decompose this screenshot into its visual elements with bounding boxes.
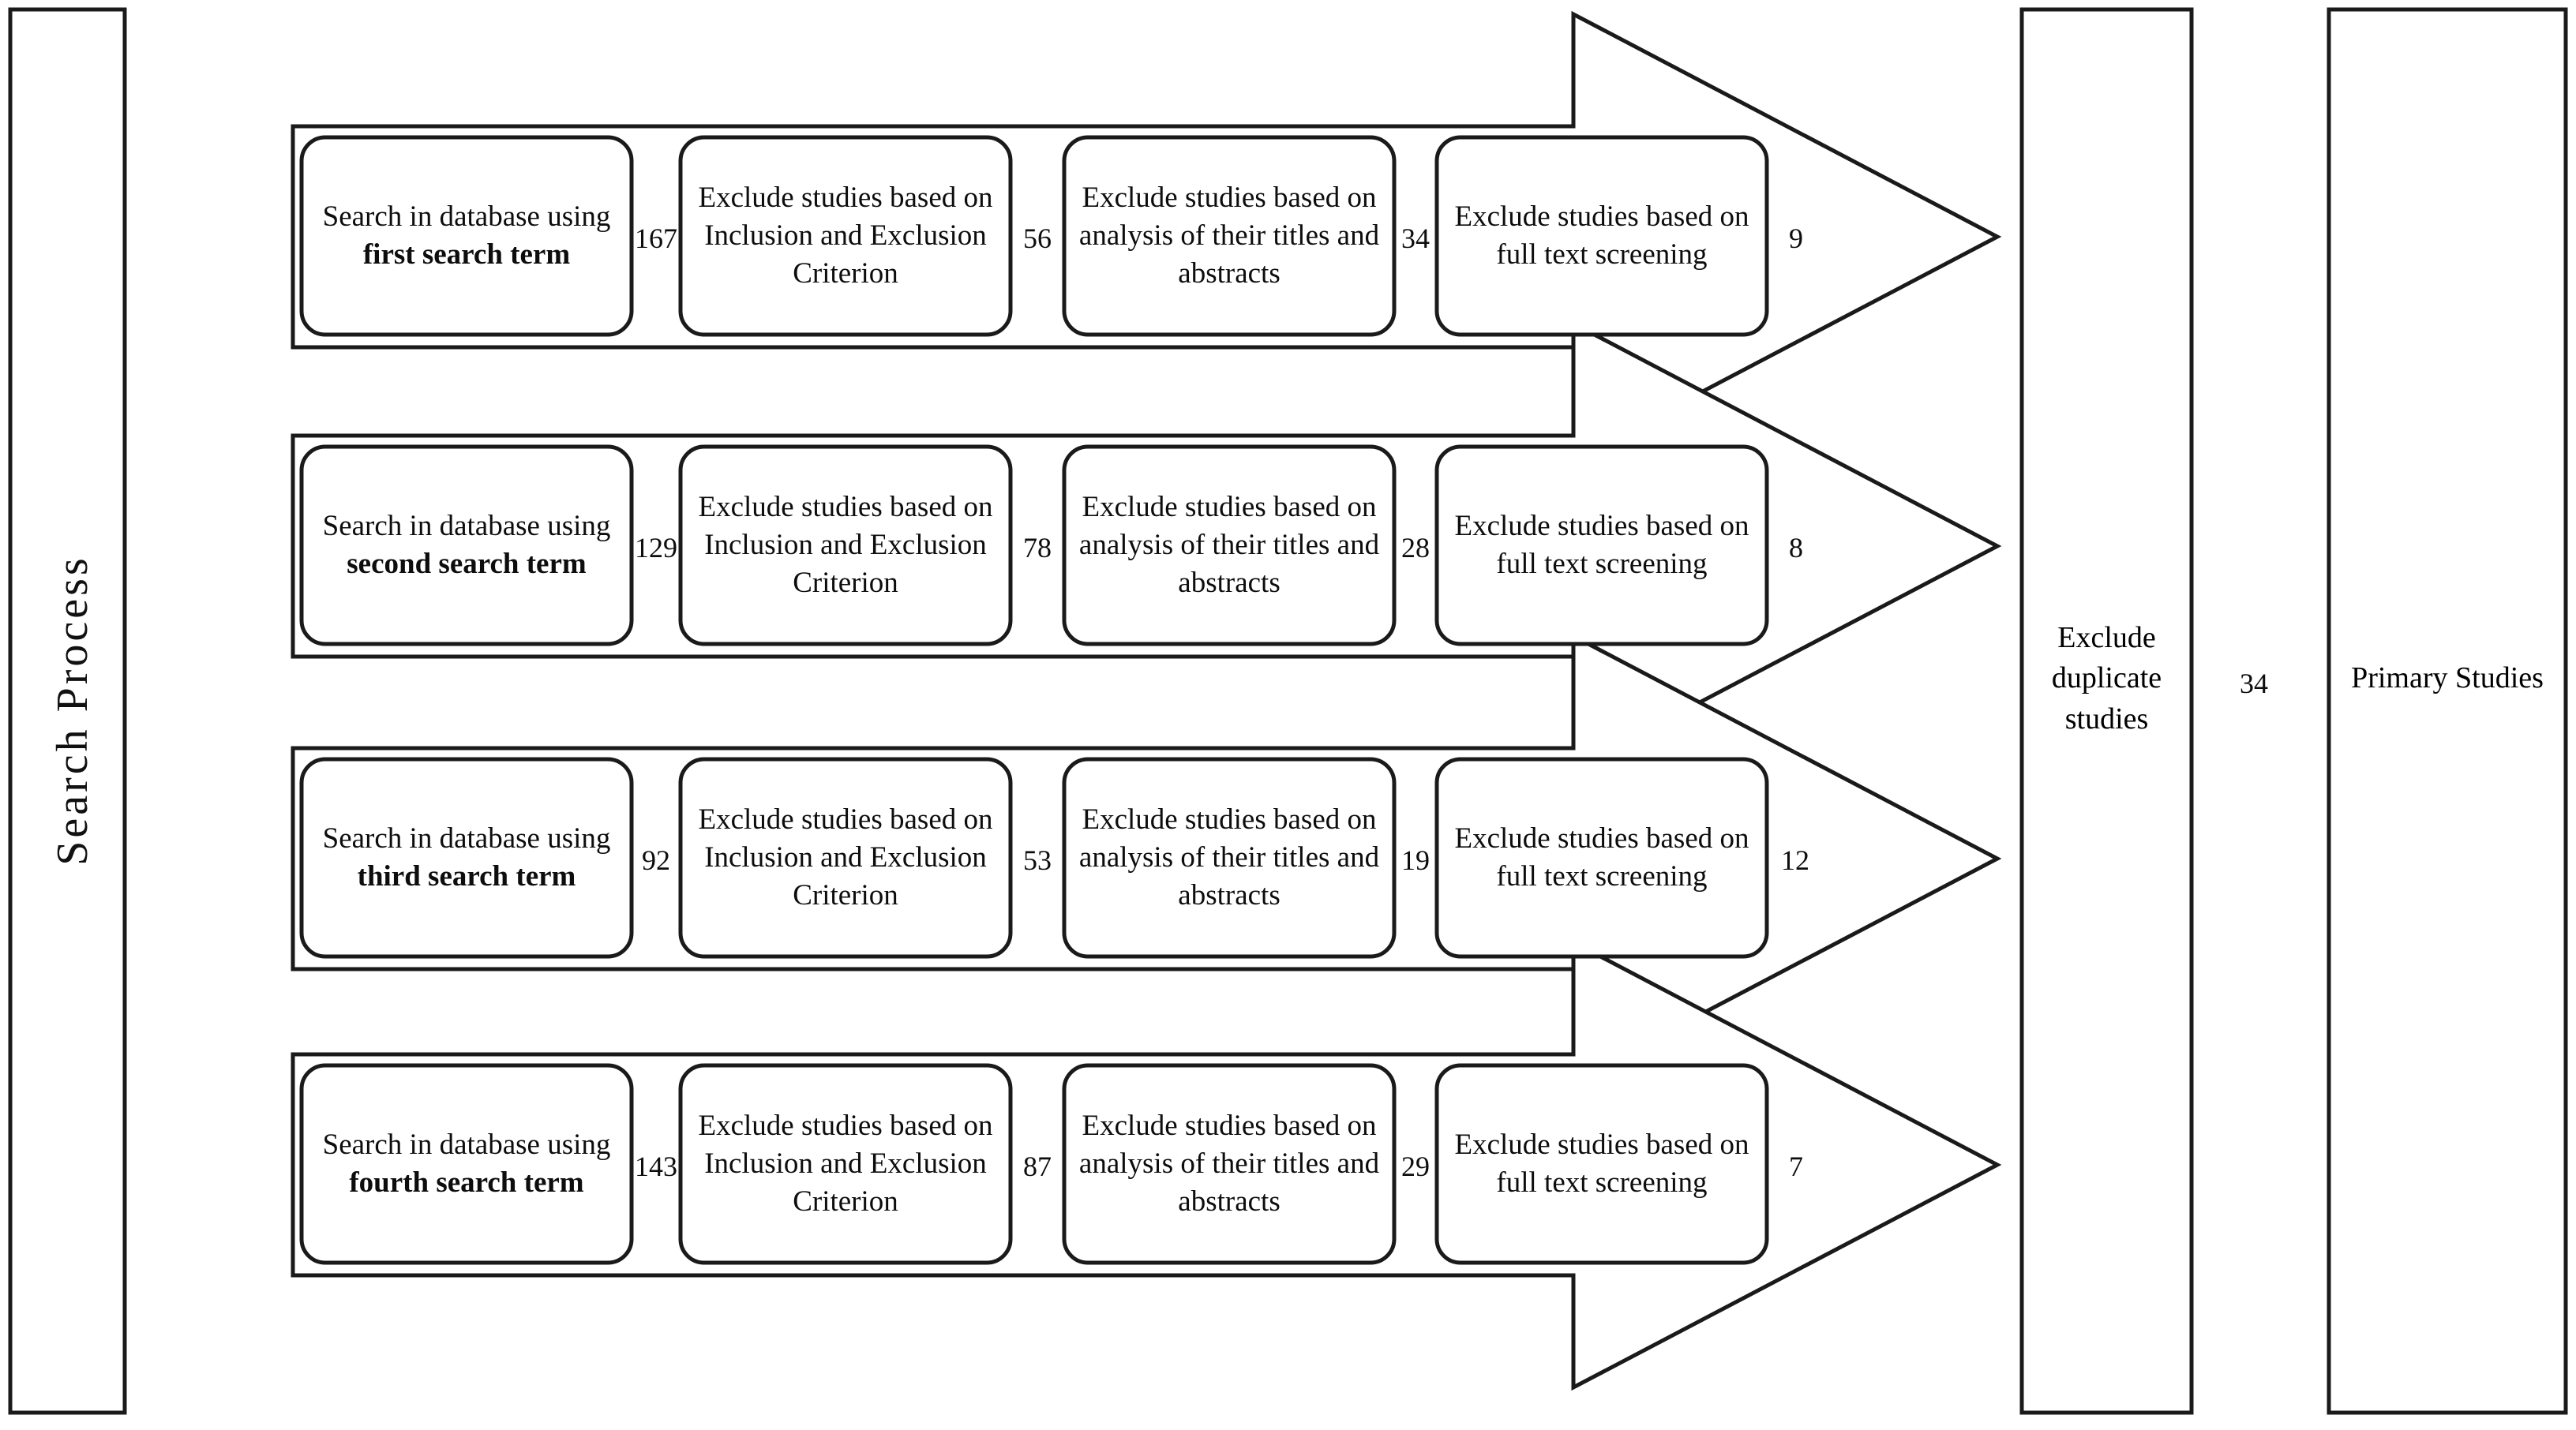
stage-label-r2-s2: Exclude studies based on Inclusion and E…: [681, 447, 1011, 644]
count-r2-c3: 28: [1401, 532, 1430, 563]
stage-box-r3-s2: [678, 757, 1013, 959]
stage-label-r1-s1: Search in database using first search te…: [302, 137, 632, 335]
stage-box-r4-s4: [1434, 1063, 1769, 1265]
exclude-duplicates-label: Exclude duplicate studies: [2022, 616, 2192, 742]
stage-box-r1-s2: [678, 135, 1013, 337]
stage-text-r3-s1-emphasis: third search term: [357, 860, 576, 893]
primary-studies-panel: [2327, 7, 2568, 1415]
count-r4-c3: 29: [1401, 1151, 1430, 1182]
stage-text-r2-s2: Exclude studies based on Inclusion and E…: [698, 490, 993, 600]
stage-box-r3-s1: [299, 757, 634, 959]
stage-text-r4-s1-prefix: Search in database using: [322, 1128, 611, 1161]
stage-label-r2-s3: Exclude studies based on analysis of the…: [1064, 447, 1394, 644]
count-r3-c1: 92: [642, 844, 670, 876]
stage-text-r4-s4: Exclude studies based on full text scree…: [1454, 1128, 1749, 1199]
primary-studies-label: Primary Studies: [2329, 635, 2566, 722]
stage-text-r4-s2: Exclude studies based on Inclusion and E…: [698, 1109, 993, 1218]
count-r1-c1: 167: [635, 223, 677, 254]
stage-box-r2-s1: [299, 444, 634, 646]
stage-box-r2-s2: [678, 444, 1013, 646]
count-r1-c3: 34: [1401, 223, 1430, 254]
stage-label-r3-s1: Search in database using third search te…: [302, 759, 632, 956]
stage-text-r3-s2: Exclude studies based on Inclusion and E…: [698, 803, 993, 912]
stage-text-r1-s3: Exclude studies based on analysis of the…: [1078, 181, 1380, 290]
count-r1-c4: 9: [1789, 223, 1803, 254]
count-r2-c1: 129: [635, 532, 677, 563]
search-process-label: Search Process: [14, 8, 131, 1413]
stage-text-r4-s3: Exclude studies based on analysis of the…: [1078, 1109, 1380, 1218]
search-process-label-text: Search Process: [48, 555, 97, 866]
stage-box-r3-s4: [1434, 757, 1769, 959]
stage-box-r4-s3: [1062, 1063, 1397, 1265]
count-r3-c4: 12: [1781, 844, 1809, 876]
count-duplicates-to-primary: 34: [2240, 668, 2268, 699]
primary-studies-text: Primary Studies: [2351, 661, 2544, 695]
stage-text-r3-s1-prefix: Search in database using: [322, 822, 611, 855]
stage-box-r1-s4: [1434, 135, 1769, 337]
stage-label-r3-s3: Exclude studies based on analysis of the…: [1064, 759, 1394, 956]
search-process-panel: [8, 7, 127, 1415]
stage-text-r1-s1-prefix: Search in database using: [322, 200, 611, 233]
stage-text-r3-s3: Exclude studies based on analysis of the…: [1078, 803, 1380, 912]
stage-text-r2-s3: Exclude studies based on analysis of the…: [1078, 490, 1380, 600]
stage-text-r1-s2: Exclude studies based on Inclusion and E…: [698, 181, 993, 290]
stage-label-r2-s1: Search in database using second search t…: [302, 447, 632, 644]
count-r4-c2: 87: [1023, 1151, 1052, 1182]
stage-text-r3-s4: Exclude studies based on full text scree…: [1454, 822, 1749, 893]
count-r2-c4: 8: [1789, 532, 1803, 563]
stage-box-r1-s3: [1062, 135, 1397, 337]
stage-box-r3-s3: [1062, 757, 1397, 959]
count-r3-c3: 19: [1401, 844, 1430, 876]
stage-text-r4-s1-emphasis: fourth search term: [349, 1166, 584, 1199]
stage-text-r2-s4: Exclude studies based on full text scree…: [1454, 509, 1749, 580]
stage-text-r2-s1-emphasis: second search term: [347, 548, 587, 580]
stage-label-r1-s3: Exclude studies based on analysis of the…: [1064, 137, 1394, 335]
stage-box-r4-s1: [299, 1063, 634, 1265]
stage-box-r2-s4: [1434, 444, 1769, 646]
stage-label-r4-s2: Exclude studies based on Inclusion and E…: [681, 1065, 1011, 1263]
count-r1-c2: 56: [1023, 223, 1052, 254]
stage-text-r1-s1-emphasis: first search term: [362, 238, 571, 271]
stage-label-r3-s2: Exclude studies based on Inclusion and E…: [681, 759, 1011, 956]
stage-text-r1-s4: Exclude studies based on full text scree…: [1454, 200, 1749, 271]
stage-label-r4-s4: Exclude studies based on full text scree…: [1437, 1065, 1767, 1263]
stage-label-r1-s2: Exclude studies based on Inclusion and E…: [681, 137, 1011, 335]
stage-box-r2-s3: [1062, 444, 1397, 646]
count-r3-c2: 53: [1023, 844, 1052, 876]
stage-label-r4-s3: Exclude studies based on analysis of the…: [1064, 1065, 1394, 1263]
exclude-duplicates-text: Exclude duplicate studies: [2051, 621, 2162, 736]
stage-box-r1-s1: [299, 135, 634, 337]
exclude-duplicates-panel: [2019, 7, 2194, 1415]
stage-box-r4-s2: [678, 1063, 1013, 1265]
count-r2-c2: 78: [1023, 532, 1052, 563]
stage-label-r3-s4: Exclude studies based on full text scree…: [1437, 759, 1767, 956]
stage-label-r1-s4: Exclude studies based on full text scree…: [1437, 137, 1767, 335]
stage-text-r2-s1-prefix: Search in database using: [322, 509, 611, 542]
stage-label-r2-s4: Exclude studies based on full text scree…: [1437, 447, 1767, 644]
count-r4-c1: 143: [635, 1151, 677, 1182]
stage-label-r4-s1: Search in database using fourth search t…: [302, 1065, 632, 1263]
count-r4-c4: 7: [1789, 1151, 1803, 1182]
